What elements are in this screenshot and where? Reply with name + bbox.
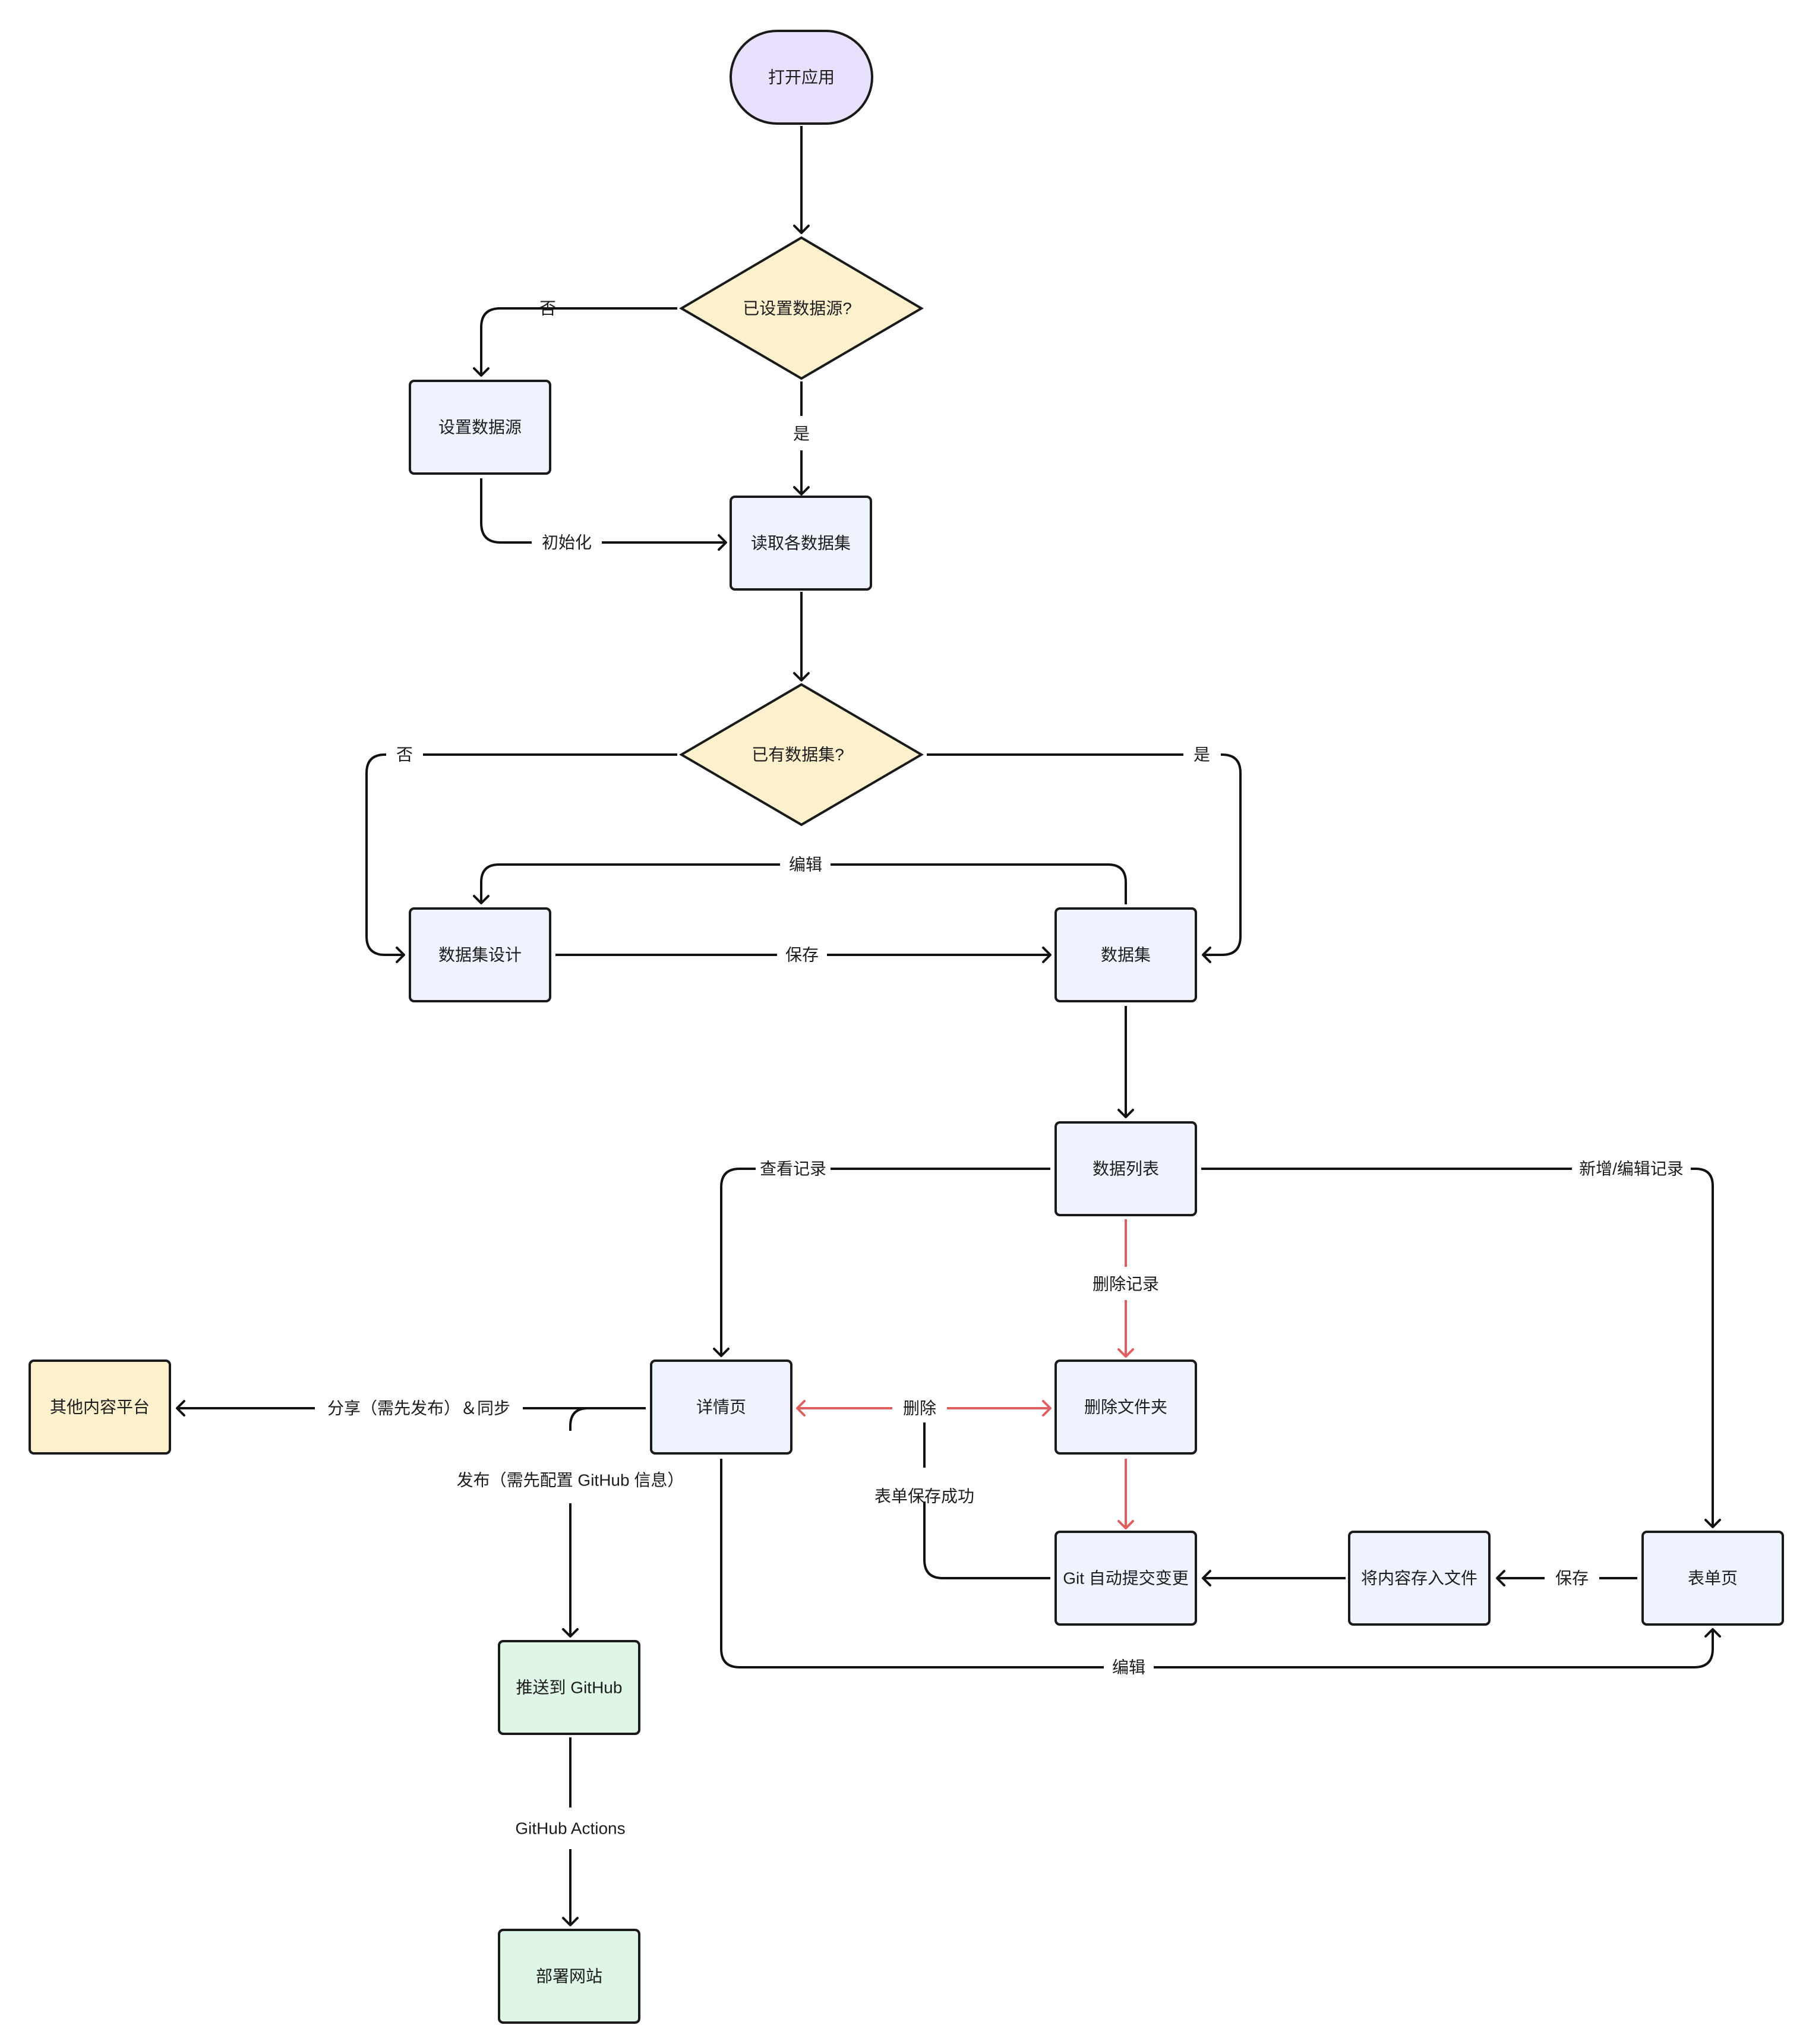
node-set-source-label: 设置数据源 bbox=[438, 418, 522, 437]
node-detail-page-label: 详情页 bbox=[696, 1398, 746, 1417]
label-source-yes: 是 bbox=[793, 425, 810, 443]
node-git-commit-label: Git 自动提交变更 bbox=[1063, 1569, 1189, 1588]
edge-view-record bbox=[721, 1168, 1050, 1356]
node-has-dataset-label: 已有数据集? bbox=[752, 746, 844, 764]
node-detail-page: 详情页 bbox=[650, 1359, 793, 1455]
node-read-datasets-label: 读取各数据集 bbox=[751, 534, 851, 553]
node-push-github-shape bbox=[498, 1640, 640, 1735]
label-dataset-no: 否 bbox=[396, 746, 413, 764]
node-has-source-label: 已设置数据源? bbox=[743, 299, 852, 318]
node-other-platform: 其他内容平台 bbox=[29, 1359, 171, 1455]
label-publish: 发布（需先配置 GitHub 信息） bbox=[457, 1471, 684, 1490]
node-has-source-shape bbox=[679, 236, 924, 380]
node-open-app-label: 打开应用 bbox=[768, 68, 835, 87]
node-write-file-label: 将内容存入文件 bbox=[1361, 1569, 1477, 1588]
edge-init bbox=[480, 478, 726, 542]
node-deploy-site-shape bbox=[498, 1929, 640, 2024]
node-git-commit: Git 自动提交变更 bbox=[1054, 1531, 1197, 1626]
node-has-source: 已设置数据源? bbox=[679, 236, 924, 380]
edge-dataset-yes bbox=[927, 753, 1242, 955]
node-write-file: 将内容存入文件 bbox=[1348, 1531, 1491, 1626]
node-dataset: 数据集 bbox=[1054, 907, 1197, 1002]
node-read-datasets-shape bbox=[730, 496, 872, 591]
label-edit-form: 编辑 bbox=[1112, 1658, 1145, 1677]
label-delete-record: 删除记录 bbox=[1093, 1275, 1159, 1294]
label-add-edit-record: 新增/编辑记录 bbox=[1579, 1160, 1684, 1178]
edge-edit-form bbox=[720, 1459, 1713, 1668]
label-dataset-yes: 是 bbox=[1194, 746, 1210, 764]
label-save-form: 保存 bbox=[1555, 1569, 1589, 1588]
node-set-source: 设置数据源 bbox=[409, 380, 551, 475]
node-push-github: 推送到 GitHub bbox=[498, 1640, 640, 1735]
edge-publish bbox=[570, 1407, 646, 1636]
label-share-sync: 分享（需先发布）＆同步 bbox=[327, 1399, 510, 1418]
node-delete-folder-label: 删除文件夹 bbox=[1084, 1398, 1167, 1417]
edge-dataset-no bbox=[365, 753, 677, 955]
edge-source-no bbox=[481, 307, 677, 376]
label-delete: 删除 bbox=[903, 1399, 936, 1418]
node-data-list: 数据列表 bbox=[1054, 1121, 1197, 1216]
node-deploy-site: 部署网站 bbox=[498, 1929, 640, 2024]
node-has-dataset-shape bbox=[679, 683, 924, 827]
node-form-page-shape bbox=[1641, 1531, 1784, 1626]
node-data-list-label: 数据列表 bbox=[1093, 1160, 1159, 1178]
node-dataset-label: 数据集 bbox=[1101, 946, 1151, 964]
node-deploy-site-label: 部署网站 bbox=[536, 1967, 602, 1986]
node-has-dataset: 已有数据集? bbox=[679, 683, 924, 827]
node-dataset-design: 数据集设计 bbox=[409, 907, 551, 1002]
label-save-design: 保存 bbox=[785, 946, 819, 964]
node-read-datasets: 读取各数据集 bbox=[730, 496, 872, 591]
node-write-file-shape bbox=[1348, 1531, 1491, 1626]
edge-edit-design bbox=[481, 863, 1127, 904]
node-dataset-design-label: 数据集设计 bbox=[438, 946, 522, 964]
node-dataset-design-shape bbox=[409, 907, 551, 1002]
label-view-record: 查看记录 bbox=[760, 1160, 826, 1178]
node-set-source-shape bbox=[409, 380, 551, 475]
edge-add-edit-record bbox=[1201, 1168, 1713, 1527]
edge-form-saved bbox=[923, 1422, 1050, 1579]
node-delete-folder-shape bbox=[1054, 1359, 1197, 1455]
node-open-app-shape bbox=[730, 30, 873, 125]
label-init: 初始化 bbox=[542, 534, 592, 552]
label-form-saved: 表单保存成功 bbox=[874, 1487, 974, 1506]
label-edit-design: 编辑 bbox=[789, 856, 822, 874]
node-form-page: 表单页 bbox=[1641, 1531, 1784, 1626]
node-push-github-label: 推送到 GitHub bbox=[516, 1679, 623, 1697]
node-form-page-label: 表单页 bbox=[1688, 1569, 1738, 1588]
node-git-commit-shape bbox=[1054, 1531, 1197, 1626]
label-github-actions: GitHub Actions bbox=[515, 1819, 625, 1838]
node-other-platform-shape bbox=[29, 1359, 171, 1455]
node-dataset-shape bbox=[1054, 907, 1197, 1002]
node-data-list-shape bbox=[1054, 1121, 1197, 1216]
node-delete-folder: 删除文件夹 bbox=[1054, 1359, 1197, 1455]
node-other-platform-label: 其他内容平台 bbox=[50, 1398, 150, 1417]
node-detail-page-shape bbox=[650, 1359, 793, 1455]
node-open-app: 打开应用 bbox=[730, 30, 873, 125]
label-source-no: 否 bbox=[539, 299, 556, 318]
